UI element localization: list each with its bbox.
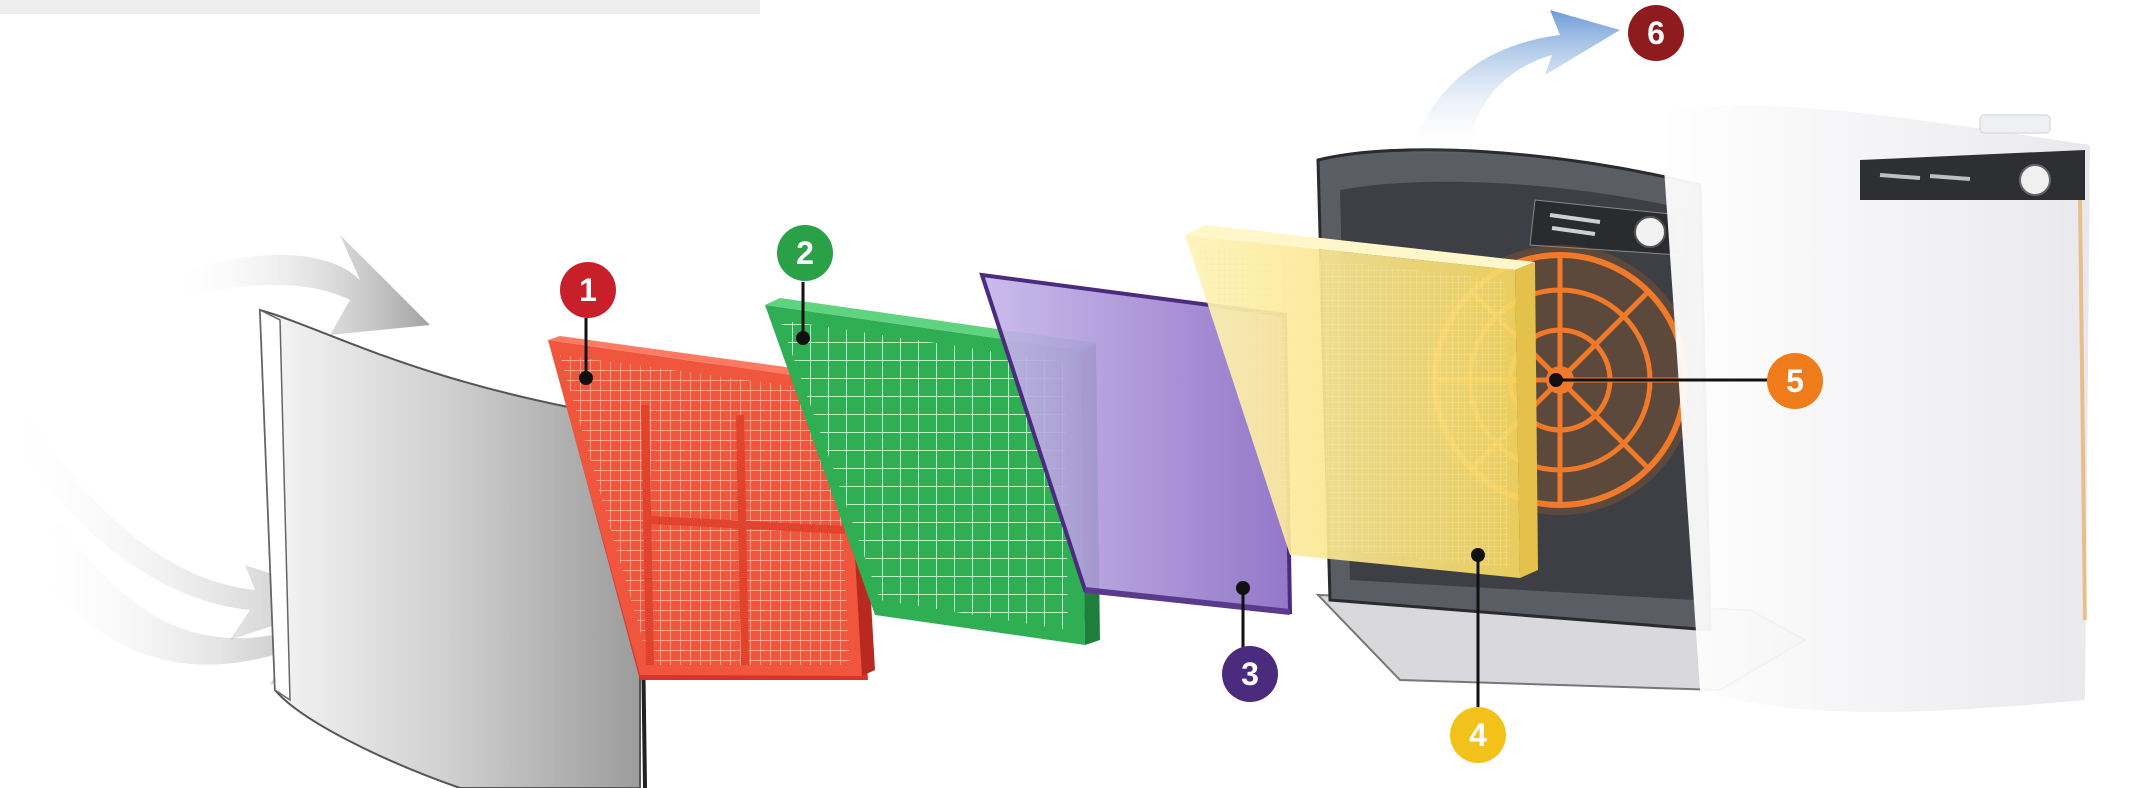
- callout-6: 6: [1628, 5, 1684, 61]
- top-fade-bar: [0, 0, 760, 14]
- callout-6-label: 6: [1647, 15, 1665, 51]
- callout-1: 1: [560, 262, 616, 318]
- callout-4-label: 4: [1469, 717, 1487, 753]
- callout-1-label: 1: [579, 272, 597, 308]
- callout-5: 5: [1767, 353, 1823, 409]
- callout-4: 4: [1450, 707, 1506, 763]
- callout-3-label: 3: [1241, 656, 1259, 692]
- callout-2: 2: [777, 225, 833, 281]
- callout-3: 3: [1222, 646, 1278, 702]
- assembled-unit: [1660, 105, 2090, 711]
- callout-5-label: 5: [1786, 363, 1804, 399]
- callout-2-label: 2: [796, 235, 814, 271]
- airflow-out-arrow: [1410, 10, 1620, 155]
